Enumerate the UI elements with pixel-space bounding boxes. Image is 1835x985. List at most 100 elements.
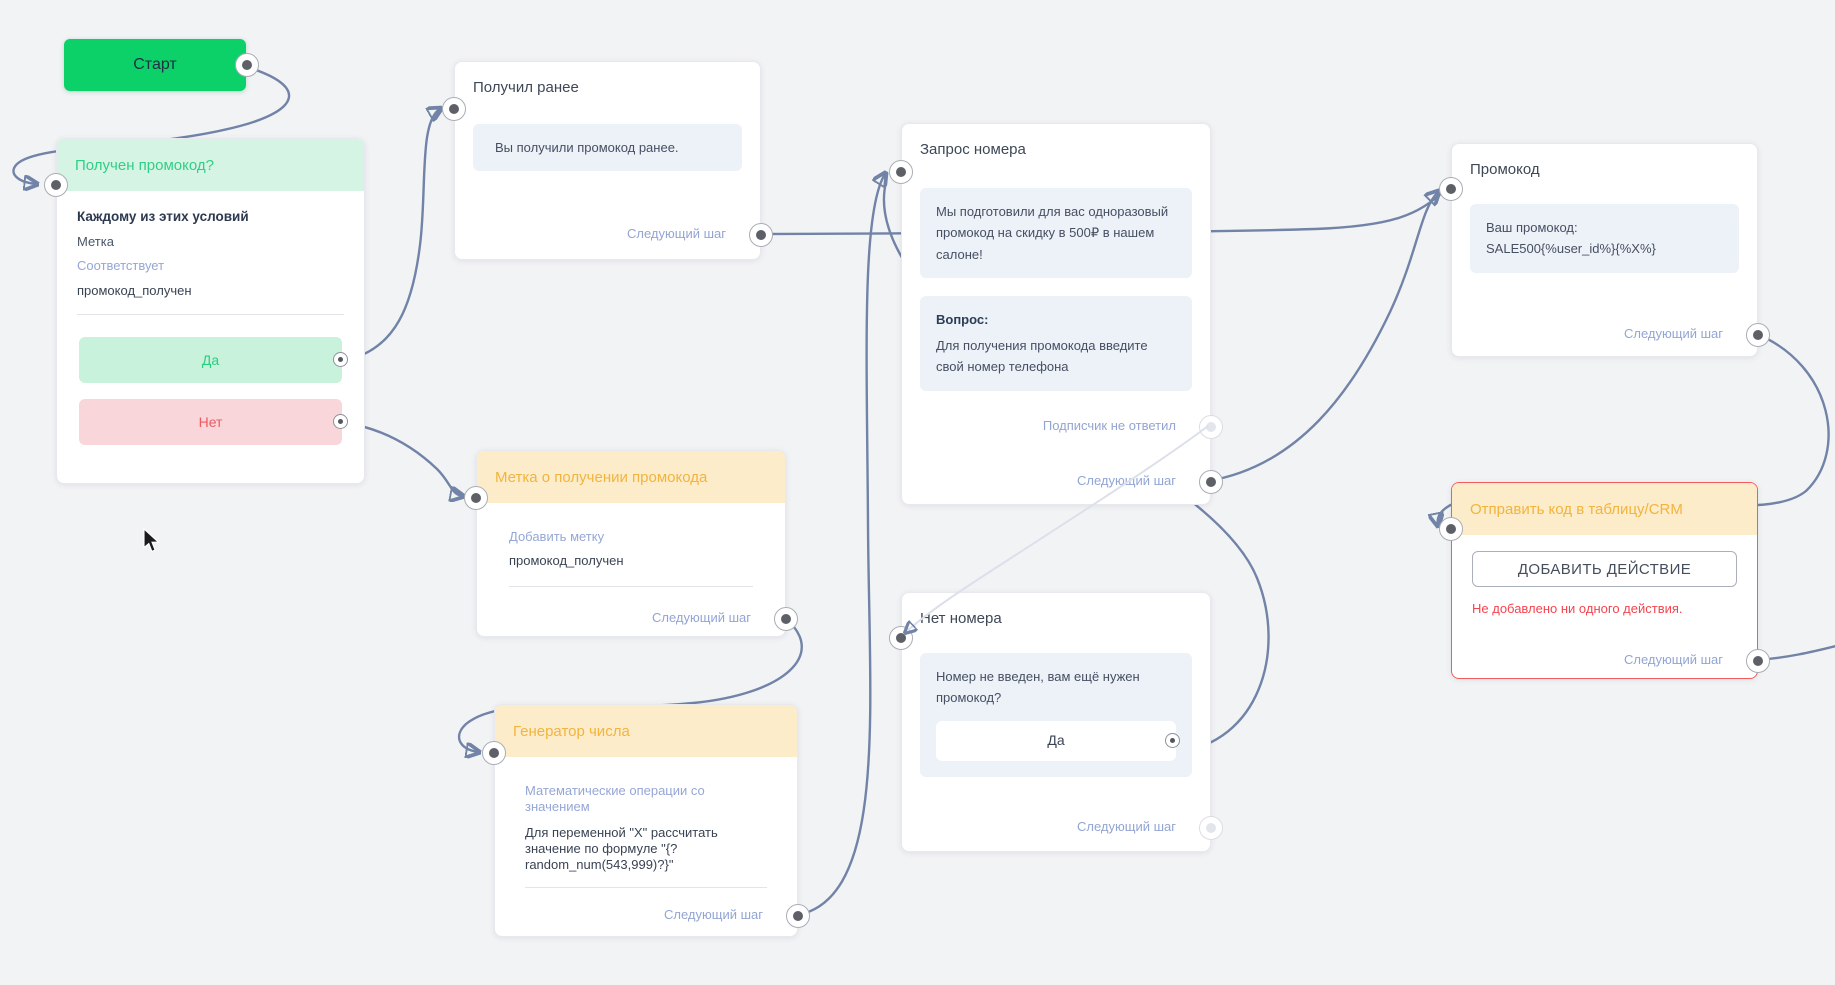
port-crm-next[interactable] xyxy=(1746,649,1770,673)
port-tag-next[interactable] xyxy=(774,607,798,631)
node-promocode[interactable]: Промокод Ваш промокод: SALE500{%user_id%… xyxy=(1439,143,1770,357)
port-condition-no-out[interactable] xyxy=(333,413,348,429)
promocode-message-line1: Ваш промокод: xyxy=(1486,220,1578,235)
port-dot xyxy=(449,104,459,114)
crm-warning: Не добавлено ни одного действия. xyxy=(1472,601,1683,616)
tag-body[interactable]: Добавить метку промокод_получен xyxy=(477,503,785,570)
port-dot xyxy=(242,60,252,70)
condition-no-button[interactable]: Нет xyxy=(79,398,348,445)
condition-operator: Соответствует xyxy=(77,258,165,274)
tag-header: Метка о получении промокода xyxy=(477,451,785,503)
port-dot xyxy=(471,493,481,503)
divider xyxy=(509,585,753,587)
generator-body[interactable]: Математические операции со значением Для… xyxy=(495,757,797,873)
received-before-title: Получил ранее xyxy=(473,79,579,96)
port-promocode-next[interactable] xyxy=(1746,323,1770,347)
condition-rule-header: Каждому из этих условий xyxy=(77,209,249,224)
port-dot xyxy=(1446,184,1456,194)
port-request-number-in[interactable] xyxy=(889,160,913,184)
request-number-question-block[interactable]: Вопрос: Для получения промокода введите … xyxy=(920,296,1192,391)
tag-action-value: промокод_получен xyxy=(509,553,624,569)
no-number-title: Нет номера xyxy=(920,610,1002,627)
no-number-yes-button[interactable]: Да xyxy=(936,720,1180,761)
port-dot xyxy=(896,167,906,177)
tag-next-label: Следующий шаг xyxy=(652,610,751,625)
port-dot xyxy=(896,633,906,643)
tag-action-label: Добавить метку xyxy=(509,529,605,544)
mouse-cursor-icon xyxy=(143,528,160,553)
edge-generator-to-request-number[interactable] xyxy=(797,174,885,917)
node-received-before[interactable]: Получил ранее Вы получили промокод ранее… xyxy=(442,61,773,260)
condition-body[interactable]: Каждому из этих условий Метка Соответств… xyxy=(57,191,364,299)
no-number-message: Номер не введен, вам ещё нужен промокод? xyxy=(936,669,1140,706)
port-received-before-in[interactable] xyxy=(442,97,466,121)
port-dot xyxy=(338,418,343,424)
generator-title: Генератор числа xyxy=(513,722,630,740)
port-dot xyxy=(781,614,791,624)
request-number-title: Запрос номера xyxy=(920,141,1026,158)
port-condition-in[interactable] xyxy=(44,173,68,197)
divider xyxy=(525,887,767,889)
no-reply-label: Подписчик не ответил xyxy=(1042,418,1176,433)
port-condition-yes-out[interactable] xyxy=(333,351,348,367)
no-number-message-block[interactable]: Номер не введен, вам ещё нужен промокод?… xyxy=(920,653,1192,777)
node-no-number[interactable]: Нет номера Номер не введен, вам ещё нуже… xyxy=(889,592,1223,852)
edge-request-next-to-promocode[interactable] xyxy=(1207,192,1438,483)
node-crm[interactable]: Отправить код в таблицу/CRM ДОБАВИТЬ ДЕЙ… xyxy=(1439,482,1770,679)
question-label: Вопрос: xyxy=(936,312,989,328)
port-dot xyxy=(1753,656,1763,666)
port-promocode-in[interactable] xyxy=(1439,177,1463,201)
port-crm-in[interactable] xyxy=(1439,517,1463,541)
node-generator[interactable]: Генератор числа Математические операции … xyxy=(482,704,810,937)
generator-header: Генератор числа xyxy=(495,705,797,757)
generator-action-label: Математические операции со значением xyxy=(525,783,705,815)
port-generator-next[interactable] xyxy=(786,904,810,928)
port-start-out[interactable] xyxy=(235,53,259,77)
received-before-message[interactable]: Вы получили промокод ранее. xyxy=(473,124,742,172)
condition-header: Получен промокод? xyxy=(57,139,364,191)
crm-next-label: Следующий шаг xyxy=(1624,652,1723,667)
port-request-no-reply[interactable] xyxy=(1199,415,1223,439)
node-tag[interactable]: Метка о получении промокода Добавить мет… xyxy=(464,450,798,637)
port-dot xyxy=(489,748,499,758)
port-dot xyxy=(1170,737,1175,743)
node-start[interactable]: Старт xyxy=(64,39,259,91)
port-dot xyxy=(1753,330,1763,340)
promocode-message-line2: SALE500{%user_id%}{%X%} xyxy=(1486,241,1656,257)
request-number-next-label: Следующий шаг xyxy=(1077,473,1176,488)
port-no-number-yes-out[interactable] xyxy=(1165,732,1180,748)
port-dot xyxy=(1206,477,1216,487)
node-request-number[interactable]: Запрос номера Мы подготовили для вас одн… xyxy=(889,123,1223,505)
no-label: Нет xyxy=(198,413,223,430)
node-condition[interactable]: Получен промокод? Каждому из этих услови… xyxy=(44,138,365,484)
port-no-number-next[interactable] xyxy=(1199,816,1223,840)
request-number-message[interactable]: Мы подготовили для вас одноразовый промо… xyxy=(920,188,1192,279)
divider xyxy=(77,313,344,315)
port-tag-in[interactable] xyxy=(464,486,488,510)
port-generator-in[interactable] xyxy=(482,741,506,765)
edge-yes-to-received-before[interactable] xyxy=(340,109,440,363)
add-action-button[interactable]: ДОБАВИТЬ ДЕЙСТВИЕ xyxy=(1472,551,1737,587)
port-dot xyxy=(338,356,343,362)
condition-title: Получен промокод? xyxy=(75,156,214,174)
generator-next-label: Следующий шаг xyxy=(664,907,763,922)
port-dot xyxy=(1446,524,1456,534)
received-before-next-label: Следующий шаг xyxy=(627,226,726,241)
start-title: Старт xyxy=(133,56,177,73)
tag-title: Метка о получении промокода xyxy=(495,468,708,486)
port-no-number-in[interactable] xyxy=(889,626,913,650)
crm-header: Отправить код в таблицу/CRM xyxy=(1452,483,1757,535)
edge-received-before-to-promocode[interactable] xyxy=(761,191,1444,236)
condition-yes-button[interactable]: Да xyxy=(79,336,348,383)
port-dot xyxy=(1206,823,1216,833)
promocode-next-label: Следующий шаг xyxy=(1624,326,1723,341)
port-received-before-next[interactable] xyxy=(749,223,773,247)
port-dot xyxy=(756,230,766,240)
crm-title: Отправить код в таблицу/CRM xyxy=(1470,500,1683,518)
promocode-message[interactable]: Ваш промокод: SALE500{%user_id%}{%X%} xyxy=(1470,204,1739,273)
edge-no-to-tag[interactable] xyxy=(340,420,462,496)
port-dot xyxy=(1206,422,1216,432)
port-request-number-next[interactable] xyxy=(1199,470,1223,494)
condition-value: промокод_получен xyxy=(77,282,192,298)
